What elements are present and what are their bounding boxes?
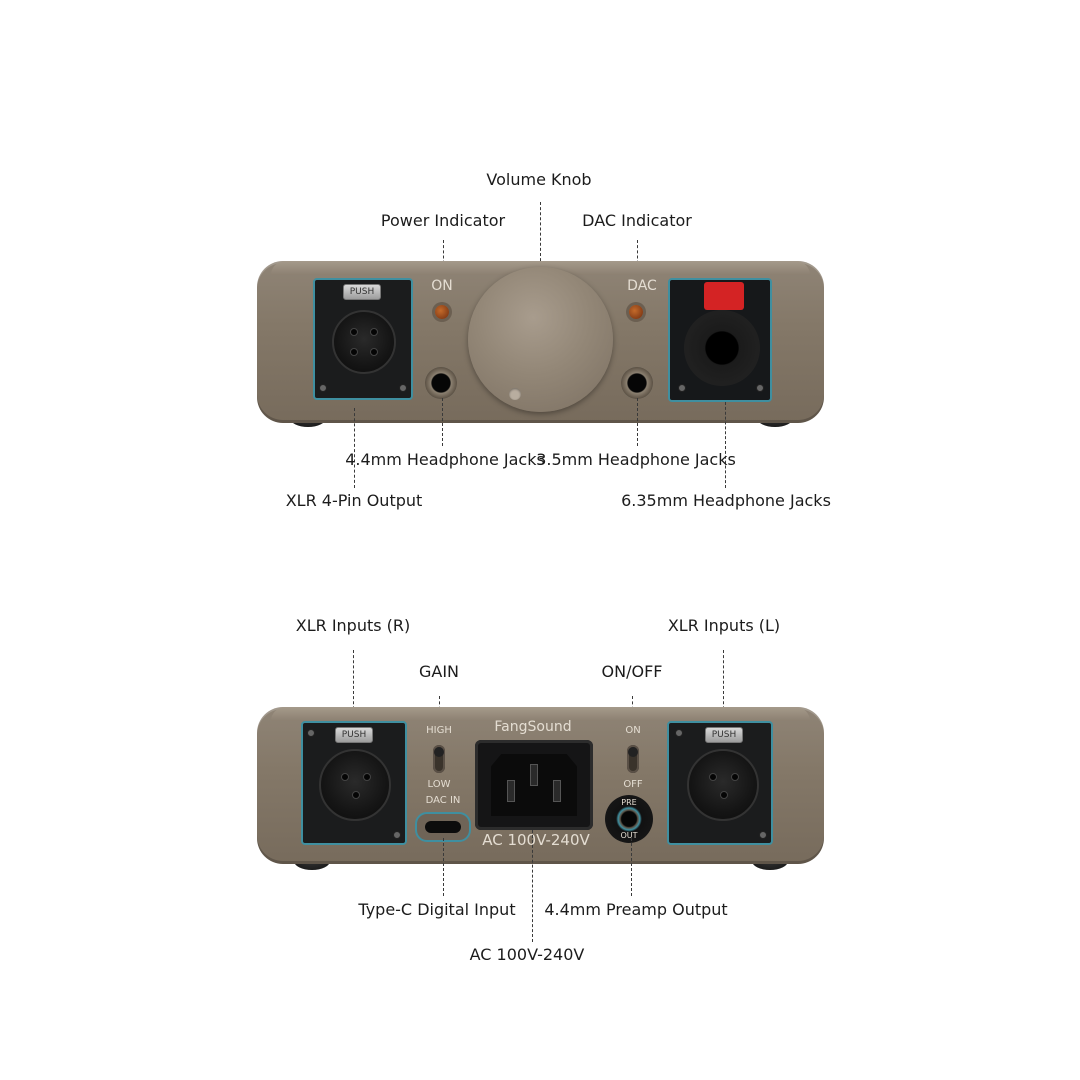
brand-name: FangSound xyxy=(494,719,572,735)
label-gain: GAIN xyxy=(418,662,460,681)
leader-jack-635 xyxy=(725,402,726,488)
push-release-tab[interactable]: PUSH xyxy=(343,284,381,300)
engraved-dac: DAC xyxy=(627,278,657,294)
label-jack-635: 6.35mm Headphone Jacks xyxy=(621,491,831,510)
xlr-pin xyxy=(370,328,378,336)
panel-screw xyxy=(319,384,327,392)
xlr-input-right-panel: PUSH xyxy=(301,721,407,845)
xlr-pin xyxy=(350,328,358,336)
xlr-input-right-socket[interactable] xyxy=(319,749,391,821)
engraved-low: LOW xyxy=(427,779,451,790)
gain-toggle-switch[interactable] xyxy=(433,745,445,773)
label-ac: AC 100V-240V xyxy=(469,945,585,964)
panel-screw xyxy=(759,831,767,839)
xlr-pin xyxy=(341,773,349,781)
toggle-knob xyxy=(434,747,444,757)
label-onoff: ON/OFF xyxy=(601,662,663,681)
chassis-top xyxy=(271,707,810,721)
jack-635mm[interactable] xyxy=(684,310,760,386)
xlr-pin xyxy=(352,791,360,799)
leader-typec xyxy=(443,838,444,896)
xlr-input-left-socket[interactable] xyxy=(687,749,759,821)
jack-635mm-panel xyxy=(668,278,772,402)
release-latch[interactable] xyxy=(704,282,744,310)
xlr-pin xyxy=(370,348,378,356)
engraved-pre: PRE xyxy=(621,798,637,807)
xlr-pin xyxy=(709,773,717,781)
power-toggle-switch[interactable] xyxy=(627,745,639,773)
jack-35mm[interactable] xyxy=(621,367,653,399)
engraved-dac-in: DAC IN xyxy=(425,795,461,806)
push-release-tab[interactable]: PUSH xyxy=(705,727,743,743)
leader-jack-44 xyxy=(442,398,443,446)
leader-xlr-4pin xyxy=(354,408,355,488)
label-jack-44: 4.4mm Headphone Jacks xyxy=(345,450,545,469)
usb-c-port[interactable] xyxy=(415,812,471,842)
engraved-ac-rating: AC 100V-240V xyxy=(482,831,590,849)
label-xlr-r: XLR Inputs (R) xyxy=(295,616,411,635)
leader-ac xyxy=(532,830,533,942)
label-volume-knob: Volume Knob xyxy=(486,170,592,189)
toggle-knob xyxy=(628,747,638,757)
label-jack-35: 3.5mm Headphone Jacks xyxy=(536,450,736,469)
xlr-pin xyxy=(720,791,728,799)
iec-socket xyxy=(491,754,577,816)
dac-led xyxy=(629,305,643,319)
xlr-4pin-output-panel: PUSH xyxy=(313,278,413,400)
engraved-off: OFF xyxy=(623,779,643,790)
iec-pin xyxy=(530,764,538,786)
panel-screw xyxy=(399,384,407,392)
usb-c-opening xyxy=(425,821,461,833)
panel-screw xyxy=(307,729,315,737)
panel-screw xyxy=(393,831,401,839)
xlr-pin xyxy=(350,348,358,356)
iec-pin xyxy=(553,780,561,802)
xlr-pin xyxy=(363,773,371,781)
label-typec: Type-C Digital Input xyxy=(358,900,516,919)
leader-preamp xyxy=(631,838,632,896)
engraved-out: OUT xyxy=(620,831,638,840)
knob-indicator-dot xyxy=(509,388,521,400)
panel-screw xyxy=(678,384,686,392)
preamp-out-jack[interactable] xyxy=(605,795,653,843)
leader-xlr-r xyxy=(353,650,354,735)
panel-screw xyxy=(675,729,683,737)
xlr-4pin-socket[interactable] xyxy=(332,310,396,374)
engraved-on: ON xyxy=(431,278,453,294)
leader-xlr-l xyxy=(723,650,724,735)
rear-panel-device: PUSH HIGH LOW DAC IN FangSound AC 100V-2… xyxy=(257,707,824,870)
xlr-pin xyxy=(731,773,739,781)
label-xlr-4pin: XLR 4-Pin Output xyxy=(285,491,423,510)
label-preamp: 4.4mm Preamp Output xyxy=(544,900,728,919)
engraved-high: HIGH xyxy=(426,725,452,736)
engraved-on: ON xyxy=(625,725,641,736)
label-xlr-l: XLR Inputs (L) xyxy=(667,616,781,635)
jack-44mm[interactable] xyxy=(425,367,457,399)
iec-pin xyxy=(507,780,515,802)
label-dac-indicator: DAC Indicator xyxy=(582,211,692,230)
leader-jack-35 xyxy=(637,398,638,446)
push-release-tab[interactable]: PUSH xyxy=(335,727,373,743)
power-led xyxy=(435,305,449,319)
front-panel-device: PUSH ON DAC xyxy=(257,261,824,427)
ac-power-inlet[interactable] xyxy=(475,740,593,830)
volume-knob[interactable] xyxy=(468,267,613,412)
panel-screw xyxy=(756,384,764,392)
label-power-indicator: Power Indicator xyxy=(380,211,506,230)
xlr-input-left-panel: PUSH xyxy=(667,721,773,845)
leader-volume-knob xyxy=(540,202,541,307)
